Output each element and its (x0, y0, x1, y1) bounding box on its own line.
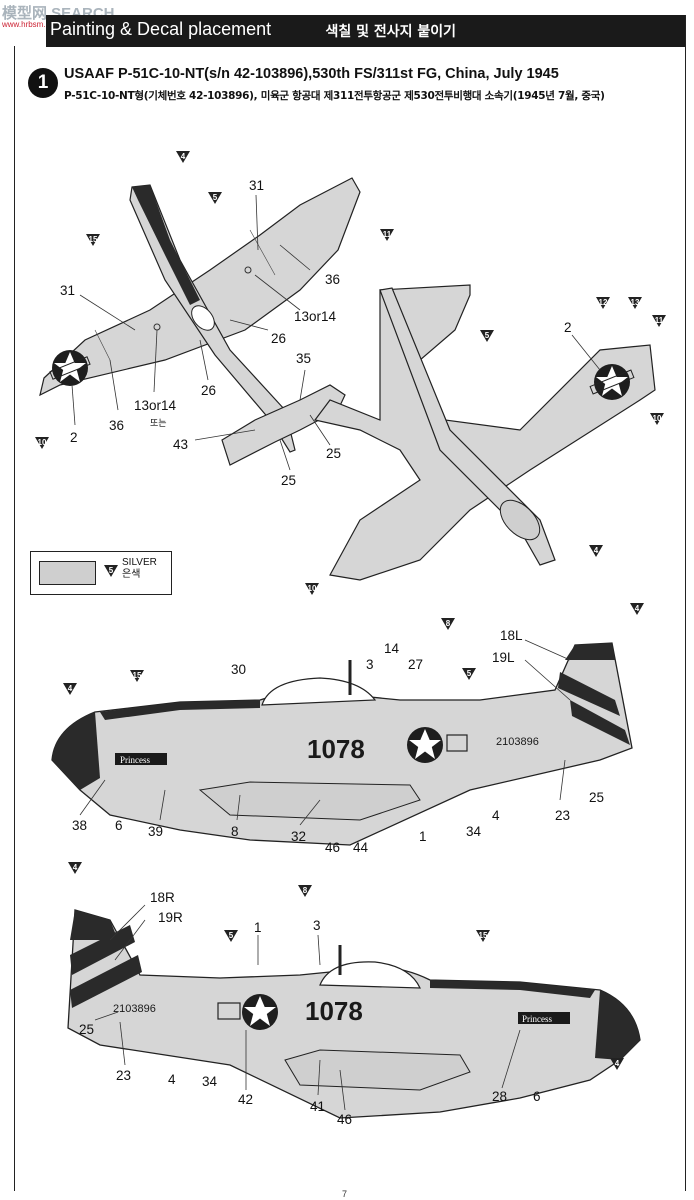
header-title: Painting & Decal placement (50, 19, 272, 39)
callout-label: 5 (467, 669, 472, 678)
callout-label: 4 (68, 684, 73, 693)
part-label: 41 (310, 1099, 326, 1114)
part-label: 26 (271, 331, 287, 346)
callout-label: 12 (599, 298, 608, 307)
part-label: 25 (79, 1022, 95, 1037)
silver-swatch (39, 561, 96, 585)
paint-callouts (35, 151, 666, 1070)
part-label: 25 (326, 446, 342, 461)
part-label: 27 (408, 657, 424, 672)
part-label: 18L (500, 628, 523, 643)
part-label: 38 (72, 818, 88, 833)
watermark-url: www.hrbsm.com (2, 20, 61, 29)
part-label: 34 (466, 824, 482, 839)
page-border-left (14, 46, 15, 1191)
part-label: 35 (296, 351, 312, 366)
callout-label: 5 (229, 931, 234, 940)
part-label: 30 (231, 662, 247, 677)
part-label: 26 (201, 383, 217, 398)
left-side-aircraft: Princess 1078 2103896 (51, 642, 633, 846)
callout-label: 5 (485, 331, 490, 340)
part-label: 36 (325, 272, 341, 287)
part-label: 43 (173, 437, 189, 452)
part-label: 19L (492, 650, 515, 665)
part-label: 3 (366, 657, 374, 672)
header-bar: Painting & Decal placement 색칠 및 전사지 붙이기 (46, 15, 686, 47)
part-label: 3 (313, 918, 321, 933)
serial-right: 2103896 (113, 1003, 156, 1015)
buzz-number-left: 1078 (307, 734, 365, 764)
scheme-subtitle: P-51C-10-NT형(기체번호 42-103896), 미육군 항공대 제3… (64, 90, 605, 102)
part-label: 19R (158, 910, 183, 925)
part-label: 1 (254, 920, 262, 935)
part-label: 8 (231, 824, 239, 839)
callout-label: 4 (73, 863, 78, 872)
callout-label: 10 (308, 584, 317, 593)
buzz-number-right: 1078 (305, 996, 363, 1026)
callout-label: 10 (653, 414, 662, 423)
part-label: 46 (337, 1112, 353, 1127)
callout-label: 10 (38, 438, 47, 447)
scheme-title: USAAF P-51C-10-NT(s/n 42-103896),530th F… (64, 66, 559, 82)
part-label: 4 (168, 1072, 176, 1087)
scheme-number-badge: 1 (28, 68, 58, 98)
part-label: 28 (492, 1089, 508, 1104)
part-label: 13or14 (294, 309, 337, 324)
page-border-right (685, 15, 686, 1191)
callout-label: 8 (303, 886, 308, 895)
callout-label: 13 (631, 298, 640, 307)
part-label: 13or14 (134, 398, 177, 413)
part-label-korean: 또는 (150, 418, 167, 428)
part-label: 18R (150, 890, 175, 905)
part-label: 6 (115, 818, 123, 833)
callout-label: 15 (133, 671, 142, 680)
part-label: 31 (249, 178, 265, 193)
svg-text:5: 5 (109, 566, 114, 575)
part-label: 25 (589, 790, 605, 805)
color-legend: 5 SILVER 은색 (30, 551, 172, 595)
part-label: 39 (148, 824, 164, 839)
part-label: 46 (325, 840, 341, 855)
part-label: 23 (116, 1068, 132, 1083)
serial-left: 2103896 (496, 736, 539, 748)
part-label: 34 (202, 1074, 218, 1089)
nose-art-left: Princess (120, 755, 150, 765)
part-label: 42 (238, 1092, 254, 1107)
callout-label: 8 (446, 619, 451, 628)
part-label: 23 (555, 808, 571, 823)
part-label: 4 (492, 808, 500, 823)
callout-label: 15 (89, 235, 98, 244)
leader-lines (71, 194, 601, 1111)
bottom-view-aircraft (313, 284, 656, 581)
nose-art-right: Princess (522, 1014, 552, 1024)
part-label: 14 (384, 641, 400, 656)
part-label: 31 (60, 283, 76, 298)
part-label: 2 (564, 320, 572, 335)
callout-label: 15 (479, 931, 488, 940)
part-label: 2 (70, 430, 78, 445)
callout-label: 4 (181, 152, 186, 161)
callout-label: 11 (383, 230, 392, 239)
callout-label: 4 (635, 604, 640, 613)
legend-callout-icon: 5 (104, 565, 118, 577)
callout-label: 11 (655, 316, 664, 325)
top-view-aircraft (39, 177, 361, 466)
part-label: 25 (281, 473, 297, 488)
part-label: 32 (291, 829, 307, 844)
callout-label: 4 (615, 1059, 620, 1068)
part-label: 1 (419, 829, 427, 844)
callout-label: 4 (594, 546, 599, 555)
legend-label: SILVER 은색 (122, 557, 157, 580)
right-side-aircraft: Princess 1078 2103896 (67, 909, 641, 1119)
page-number: 7 (342, 1189, 348, 1199)
part-label: 6 (533, 1089, 541, 1104)
header-title-korean: 색칠 및 전사지 붙이기 (325, 24, 456, 40)
part-label: 36 (109, 418, 125, 433)
part-label: 44 (353, 840, 369, 855)
callout-label: 5 (213, 193, 218, 202)
